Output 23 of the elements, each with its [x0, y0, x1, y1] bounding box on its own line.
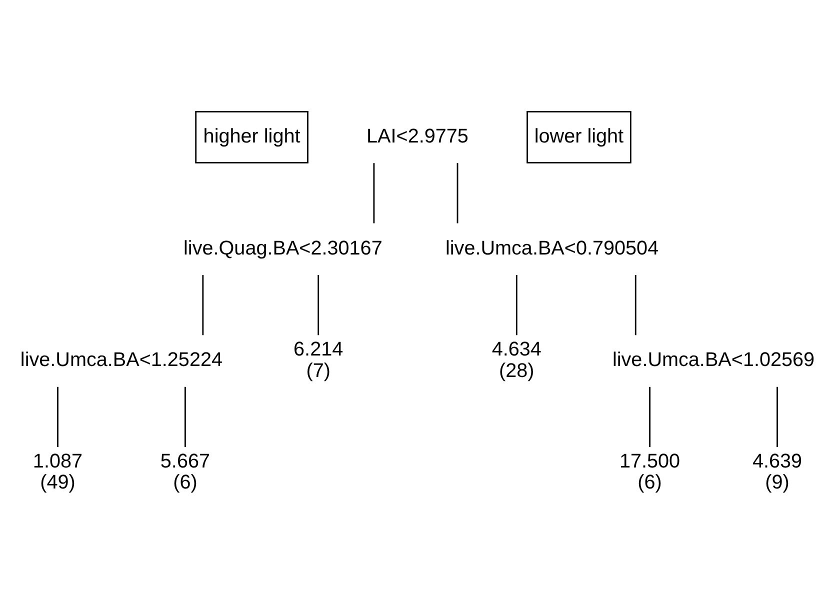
node-text: 1.087 (49): [32, 450, 83, 494]
node-text: live.Umca.BA<1.25224: [20, 348, 223, 371]
connector: [634, 274, 636, 335]
connector: [202, 274, 204, 335]
connector: [516, 274, 518, 335]
connector: [776, 386, 778, 447]
node-box: higher light: [195, 110, 308, 163]
node-text: LAI<2.9775: [366, 124, 468, 147]
connector: [649, 386, 650, 447]
connector: [373, 162, 375, 223]
node-text: 4.639 (9): [752, 450, 802, 494]
node-text: live.Quag.BA<2.30167: [184, 236, 382, 259]
connector: [184, 386, 186, 447]
connector: [318, 274, 320, 335]
connector: [57, 386, 58, 447]
node-text: 5.667 (6): [160, 450, 210, 494]
node-text: 6.214 (7): [294, 338, 344, 382]
node-text: live.Umca.BA<1.02569: [612, 348, 815, 371]
node-text: live.Umca.BA<0.790504: [445, 236, 659, 259]
node-text: 17.500 (6): [619, 450, 680, 494]
node-box: lower light: [526, 110, 632, 163]
connector: [456, 162, 458, 223]
node-text: 4.634 (28): [492, 338, 542, 382]
